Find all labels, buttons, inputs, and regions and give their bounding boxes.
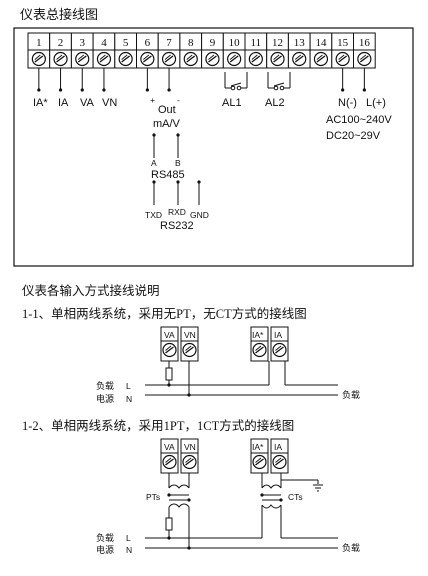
d1-n-mark: N [126,394,132,404]
d2-term-vn: VN [184,442,196,452]
terminal-number-1: 1 [36,37,42,49]
d2-pts-label: PTs [146,492,160,502]
d2-load-right: 负载 [342,542,360,553]
al1-relay-contact [224,72,248,91]
label-out-unit: mA/V [153,118,181,130]
label-al1: AL1 [222,97,242,109]
label-dc-range: DC20~29V [326,130,381,142]
terminal-number-15: 15 [337,37,349,49]
diagram1 [145,326,338,396]
screw-icon [292,51,307,67]
terminal-number-3: 3 [80,37,86,49]
label-vn: VN [102,97,117,109]
terminal-number-4: 4 [101,37,107,49]
screw-icon [183,51,198,67]
label-ia: IA [58,97,69,109]
terminal-number-12: 12 [272,37,283,49]
screw-icon [31,51,46,67]
main-diagram-frame [13,27,414,267]
terminal-number-2: 2 [58,37,64,49]
screw-icon [205,51,220,67]
terminal-number-9: 9 [210,37,216,49]
d2-term-va: VA [164,442,175,452]
label-va: VA [80,97,95,109]
d1-load-left: 负载 [96,380,114,391]
main-diagram-title: 仪表总接线图 [20,7,99,22]
terminal-number-10: 10 [229,37,241,49]
screw-icon [335,51,350,67]
screw-icon [161,51,177,67]
label-plus: + [150,95,155,105]
d1-l-mark: L [126,381,131,391]
label-gnd: GND [190,210,209,220]
diagram1-title: 1-1、单相两线系统，采用无PT，无CT方式的接线图 [22,307,307,321]
d2-n-mark: N [126,545,132,555]
label-out: Out [158,104,176,116]
label-b: B [175,158,181,168]
screw-icon [53,51,68,67]
d1-term-ia: IA [274,330,282,340]
label-rs485: RS485 [151,169,185,181]
terminal-number-7: 7 [166,37,172,49]
d2-term-ia-star: IA* [252,442,264,452]
d2-term-ia: IA [274,442,282,452]
d2-source: 电源 [96,544,114,555]
terminal-number-5: 5 [123,37,129,49]
label-a: A [151,158,157,168]
d1-load-right: 负载 [342,389,360,400]
d2-cts-label: CTs [288,492,303,502]
screw-icon [96,51,112,67]
screw-icon [270,51,285,67]
terminal-number-16: 16 [359,37,371,49]
label-txd: TXD [145,210,162,220]
diagram2-title: 1-2、单相两线系统，采用1PT，1CT方式的接线图 [22,419,295,433]
d1-source: 电源 [96,393,114,404]
screw-icon [357,51,372,67]
screw-icon [75,51,90,67]
terminal-number-14: 14 [315,37,327,49]
screw-icon [226,51,242,67]
terminal-number-8: 8 [188,37,194,49]
screw-icon [118,51,133,67]
d1-term-va: VA [164,330,175,340]
d2-l-mark: L [126,533,131,543]
label-ac-range: AC100~240V [326,114,392,126]
label-minus: - [177,95,180,105]
al2-relay-contact [267,72,291,91]
screw-icon [140,51,155,67]
diagram2 [145,438,338,549]
screw-icon [313,51,329,67]
label-ia-star: IA* [33,97,48,109]
label-al2: AL2 [265,97,285,109]
terminal-number-13: 13 [294,37,306,49]
label-rs232: RS232 [160,220,194,232]
d1-term-vn: VN [184,330,196,340]
d2-load-left: 负载 [96,532,114,543]
screw-icon [248,51,264,67]
d1-term-ia-star: IA* [252,330,264,340]
input-section-title: 仪表各输入方式接线说明 [22,284,160,298]
terminal-number-6: 6 [145,37,151,49]
label-n: N(-) [338,97,357,109]
terminal-number-11: 11 [251,37,262,49]
label-rxd: RXD [168,207,186,217]
label-l: L(+) [366,97,386,109]
